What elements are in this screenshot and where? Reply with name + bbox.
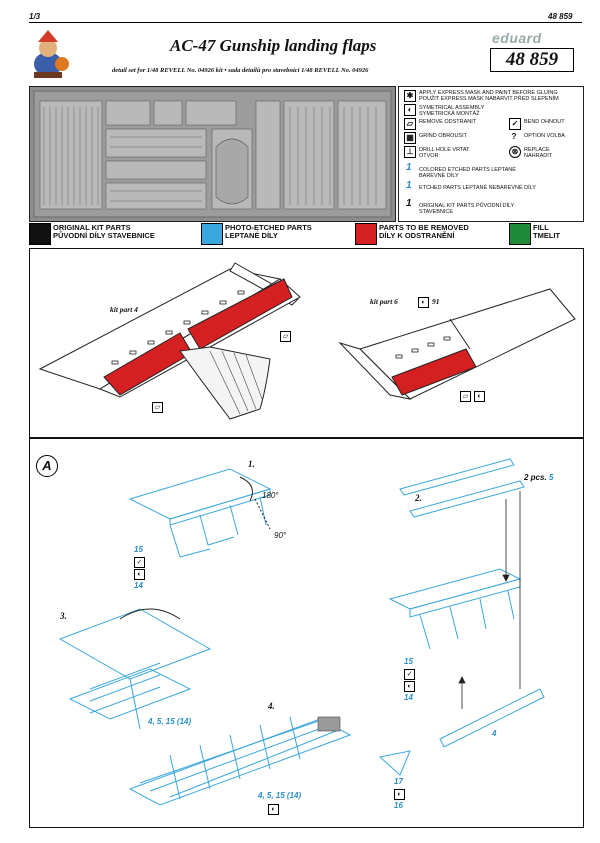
part-14-label: 14 xyxy=(134,581,143,590)
drill-icon: ⊥ xyxy=(404,146,416,158)
remove-icon: ▱ xyxy=(404,118,416,130)
legend-express: APPLY EXPRESS MASK AND PAINT BEFORE GLUI… xyxy=(419,90,559,102)
symbol-legend: ✱ APPLY EXPRESS MASK AND PAINT BEFORE GL… xyxy=(398,86,584,222)
brand-logo: eduard xyxy=(492,30,542,46)
legend-option: OPTION VOLBA xyxy=(524,133,565,139)
step-a-marker: A xyxy=(36,455,58,477)
assembly-drawing xyxy=(58,458,545,806)
symmetrical-icon: ◐ xyxy=(404,104,416,116)
legend-bend: BEND OHNOUT xyxy=(524,119,565,125)
symmetrical-icon: ◐ xyxy=(404,681,415,692)
legend-drill: DRILL HOLE VRTAT OTVOR xyxy=(419,147,470,159)
angle-180: 180° xyxy=(262,491,279,500)
part-17-label: 17 xyxy=(394,777,403,786)
fret-photo xyxy=(29,86,396,222)
step-2-label: 2. xyxy=(415,493,422,503)
grind-icon: ▦ xyxy=(404,132,416,144)
parts-step3-label: 4, 5, 15 (14) xyxy=(148,717,192,726)
part-15-label: 15 xyxy=(134,545,143,554)
symmetrical-icon: ◐ xyxy=(134,569,145,580)
remove-icon: ▱ xyxy=(152,402,163,413)
legend-replace: REPLACE NAHRADIT xyxy=(524,147,553,159)
legend-remove: REMOVE ODSTRANIT xyxy=(419,119,477,125)
legend-colored: COLORED ETCHED PARTS LEPTANÉ BAREVNÉ DÍL… xyxy=(419,167,516,179)
page-title: AC-47 Gunship landing flaps xyxy=(170,36,377,55)
swatch-removed xyxy=(355,223,377,245)
legend-sym: SYMETRICAL ASSEMBLY SYMETRICKÁ MONTÁŽ xyxy=(419,105,485,117)
step-3-label: 3. xyxy=(60,611,67,621)
remove-icon: ▱ xyxy=(280,331,291,342)
original-kit-icon: 1 xyxy=(406,198,412,209)
legend-grind: GRIND OBROUSIT xyxy=(419,133,467,139)
bend-icon: ✓ xyxy=(509,118,521,130)
mascot-logo xyxy=(24,24,74,82)
part-16-label: 16 xyxy=(394,801,403,810)
kit-part-6-number: 91 xyxy=(432,297,440,306)
step-a-panel: A xyxy=(29,438,584,828)
page-subtitle: detail set for 1/48 REVELL No. 04926 kit… xyxy=(112,67,369,74)
symmetrical-icon: ◐ xyxy=(474,391,485,402)
swatch-fill xyxy=(509,223,531,245)
parts-step4-label: 4, 5, 15 (14) xyxy=(258,791,302,800)
option-icon: ? xyxy=(511,132,517,141)
legend-etched: ETCHED PARTS LEPTANÉ NEBAREVNÉ DÍLY xyxy=(419,185,536,191)
symmetrical-icon: ◐ xyxy=(418,297,429,308)
set-code: 48 859 xyxy=(490,48,574,72)
removal-panel: kit part 4 ▱ ▱ kit part 6 ◐ 91 ▱ ◐ xyxy=(29,248,584,438)
bend-icon: ✓ xyxy=(134,557,145,568)
part-14-label: 14 xyxy=(404,693,413,702)
kit-part-4-label: kit part 4 xyxy=(110,305,138,314)
express-mask-icon: ✱ xyxy=(404,90,416,102)
remove-icon: ▱ xyxy=(460,391,471,402)
swatch-original xyxy=(29,223,51,245)
legend-original: ORIGINAL KIT PARTS PŮVODNÍ DÍLY STAVEBNI… xyxy=(419,203,515,215)
bend-icon: ✓ xyxy=(404,669,415,680)
part-15-label: 15 xyxy=(404,657,413,666)
symmetrical-icon: ◐ xyxy=(268,804,279,815)
set-code-small: 48 859 xyxy=(548,12,573,21)
kit-part-6-label: kit part 6 xyxy=(370,297,398,306)
colored-etched-icon: 1 xyxy=(406,162,412,173)
removal-drawing xyxy=(38,262,576,420)
symmetrical-icon: ◐ xyxy=(394,789,405,800)
header-rule xyxy=(29,22,582,23)
step-4-label: 4. xyxy=(268,701,275,711)
angle-90: 90° xyxy=(274,531,287,540)
part-4-label: 4 xyxy=(492,729,497,738)
etched-icon: 1 xyxy=(406,180,412,191)
replace-icon: ⊗ xyxy=(509,146,521,158)
step-1-label: 1. xyxy=(248,459,255,469)
swatch-etched xyxy=(201,223,223,245)
page-number: 1/3 xyxy=(29,12,41,21)
two-pieces-label: 2 pcs. 5 xyxy=(524,473,554,482)
